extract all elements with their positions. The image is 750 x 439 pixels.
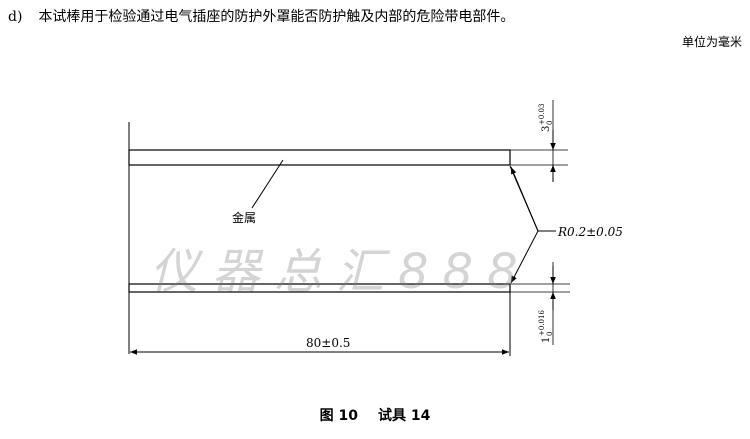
length-label: 80±0.5 [306, 336, 350, 350]
radius-label: R0.2±0.05 [557, 225, 623, 239]
top-thickness-label: 3 +0.03 0 [538, 104, 554, 132]
item-label: d) [8, 9, 23, 25]
bottom-thickness-label: 1 +0.016 0 [538, 310, 554, 343]
bottom-thickness-lower: 0 [546, 332, 554, 336]
radius-arrow-top [510, 166, 539, 232]
bottom-thickness-base: 1 [541, 337, 552, 343]
material-leader [251, 159, 284, 209]
bottom-thickness-upper: +0.016 [538, 310, 546, 336]
top-thickness-upper: +0.03 [538, 104, 546, 125]
radius-arrow-bottom [510, 230, 539, 284]
figure-title: 试具 14 [378, 408, 431, 424]
watermark-text: 仪器总汇888 [150, 244, 532, 300]
top-bar-outline [128, 149, 511, 166]
radius-leader [509, 165, 556, 232]
figure-caption: 图 10 试具 14 [0, 405, 750, 425]
material-label: 金属 [232, 210, 256, 225]
unit-note: 单位为毫米 [681, 35, 742, 49]
intro-line: d) 本试棒用于检验通过电气插座的防护外罩能否防护触及内部的危险带电部件。 [8, 6, 514, 26]
bottom-bar-outline [128, 283, 511, 293]
intro-text: 本试棒用于检验通过电气插座的防护外罩能否防护触及内部的危险带电部件。 [38, 9, 515, 25]
top-thickness-base: 3 [541, 126, 552, 132]
top-thickness-lower: 0 [546, 121, 554, 125]
figure-number: 图 10 [319, 408, 358, 424]
